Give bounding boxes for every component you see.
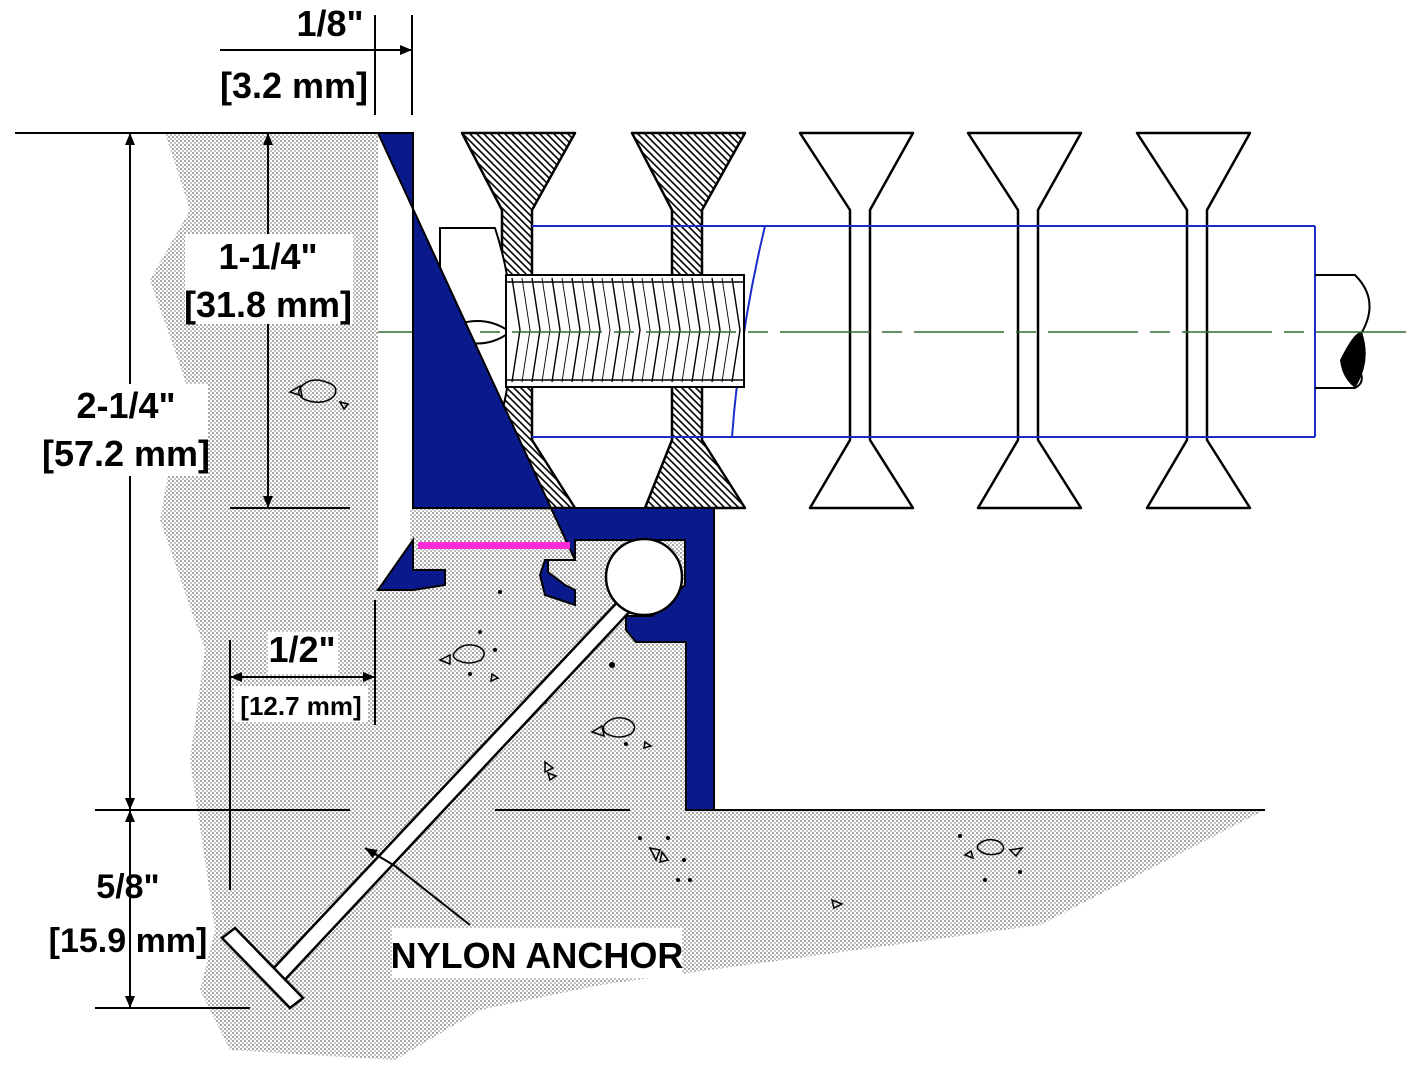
bolt-thread-lines <box>506 277 744 383</box>
dimension-overall-height: 2-1/4" [57.2 mm] <box>40 384 210 476</box>
anchor-t-head <box>220 926 305 1010</box>
upper-depth-frac: 1-1/4" <box>218 236 317 277</box>
overall-height-metric: [57.2 mm] <box>42 433 210 474</box>
cross-rod <box>532 225 1316 438</box>
leg-offset-metric: [12.7 mm] <box>240 691 361 721</box>
gap-metric: [3.2 mm] <box>220 65 368 106</box>
pad-strip <box>418 542 570 549</box>
aggregate-stones <box>288 379 1024 910</box>
nylon-anchor <box>220 537 684 1010</box>
bearing-bar-open-1 <box>798 131 915 510</box>
upper-depth-metric: [31.8 mm] <box>184 284 352 325</box>
aggregate-dots <box>468 590 1022 882</box>
anchor-callout-label: NYLON ANCHOR <box>391 935 684 976</box>
leg-offset-frac: 1/2" <box>268 629 335 670</box>
dimension-gap: 1/8" [3.2 mm] <box>220 3 368 106</box>
gap-frac: 1/8" <box>296 3 363 44</box>
anchor-depth-frac: 5/8" <box>96 868 159 906</box>
dimension-leg-offset: 1/2" [12.7 mm] <box>234 629 368 722</box>
bearing-bar-open-2 <box>966 131 1083 510</box>
anchor-bulb <box>604 537 684 617</box>
anchor-callout: NYLON ANCHOR <box>391 928 684 978</box>
bolt-thread <box>505 274 745 388</box>
anchor-depth-metric: [15.9 mm] <box>49 922 208 960</box>
dimension-upper-depth: 1-1/4" [31.8 mm] <box>184 234 353 325</box>
dimension-anchor-depth: 5/8" [15.9 mm] <box>49 868 208 960</box>
overall-height-frac: 2-1/4" <box>76 385 175 426</box>
bearing-bar-open-3 <box>1135 131 1252 510</box>
